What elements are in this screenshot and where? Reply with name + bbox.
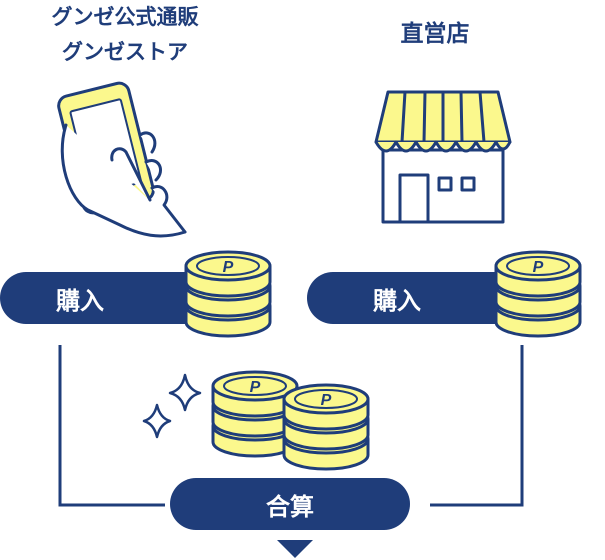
shop-icon xyxy=(374,90,512,224)
connector-left xyxy=(58,345,165,507)
online-purchase-label: 購入 xyxy=(56,286,104,315)
total-pill: 合算 xyxy=(170,478,410,530)
connector-right xyxy=(430,345,524,507)
coin-letter-online: P xyxy=(223,259,234,276)
physical-store-title: 直営店 xyxy=(400,21,470,47)
coin-letter-store: P xyxy=(533,259,544,276)
online-store-title: グンゼ公式通販 グンゼストア xyxy=(0,0,250,70)
coin-stack-total-back: P xyxy=(211,370,299,458)
coin-letter-total-front: P xyxy=(321,392,332,409)
arrow-down-icon xyxy=(277,540,313,558)
coin-stack-total-front: P xyxy=(282,383,370,471)
coin-stack-online: P xyxy=(184,250,272,338)
coin-stack-store: P xyxy=(494,250,582,338)
total-label: 合算 xyxy=(266,492,314,521)
store-purchase-label: 購入 xyxy=(373,286,421,315)
smartphone-hand-icon xyxy=(57,81,187,238)
online-store-title-line2: グンゼストア xyxy=(62,40,188,64)
online-store-title-line1: グンゼ公式通販 xyxy=(51,5,199,29)
coin-letter-total-back: P xyxy=(250,379,261,396)
sparkle-icon xyxy=(142,373,202,439)
